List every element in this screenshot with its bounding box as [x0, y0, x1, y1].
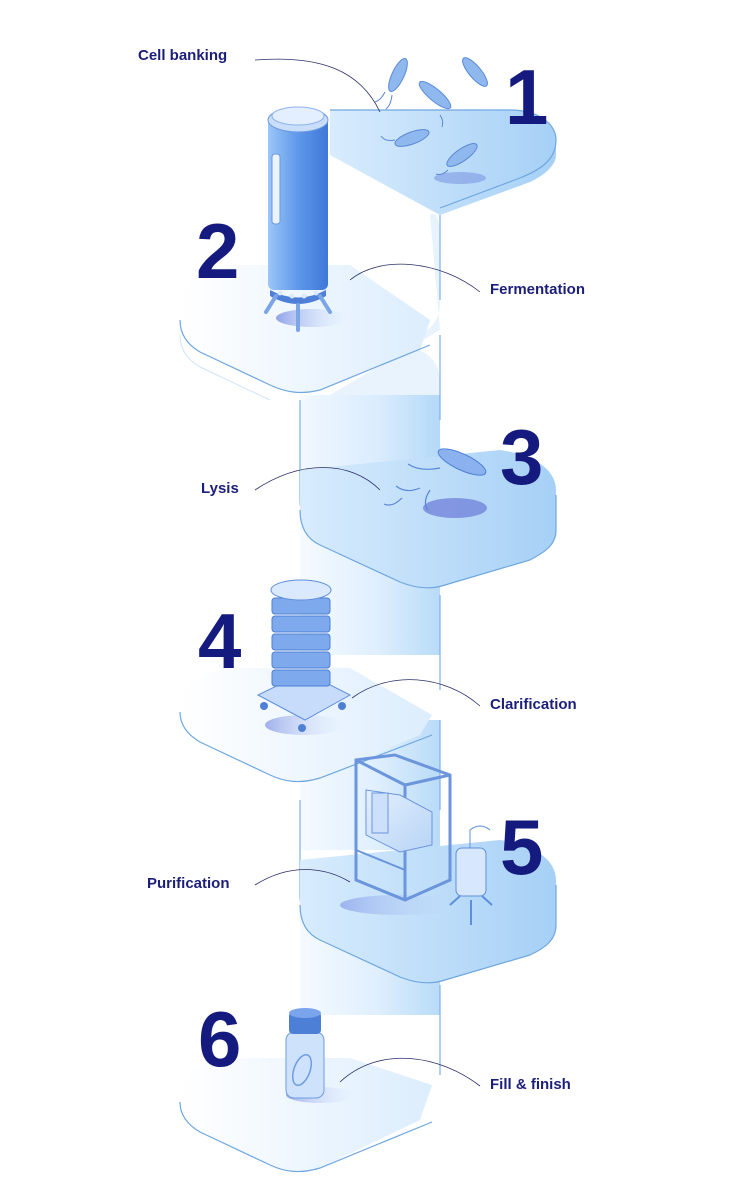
leader-line-1 — [254, 58, 381, 113]
step-label-purification: Purification — [147, 875, 230, 892]
step-label-fermentation: Fermentation — [490, 281, 586, 298]
step-label-fill-finish: Fill & finish — [490, 1076, 571, 1093]
platform-2 — [179, 265, 431, 401]
bioreactor-tank-icon — [264, 106, 348, 332]
step-label-cell-banking: Cell banking — [138, 47, 228, 64]
step-number-4: 4 — [198, 597, 242, 685]
step-label-clarification: Clarification — [490, 696, 577, 713]
filter-stack-icon — [256, 579, 352, 735]
platform-6 — [179, 1058, 433, 1173]
step-number-6: 6 — [198, 995, 242, 1083]
leader-line-3 — [254, 467, 381, 491]
leader-line-4 — [351, 679, 481, 707]
platform-3 — [299, 450, 557, 589]
step-number-1: 1 — [505, 53, 549, 141]
leader-line-2 — [349, 263, 481, 293]
platform-1 — [330, 109, 557, 215]
lysed-cell-icon — [383, 448, 487, 518]
vial-icon — [285, 1008, 354, 1103]
step-label-lysis: Lysis — [201, 480, 239, 497]
step-number-2: 2 — [196, 207, 240, 295]
leader-line-5 — [254, 869, 351, 886]
chromatography-skid-icon — [340, 753, 493, 925]
leader-lines — [254, 58, 481, 1087]
bacteria-icon — [374, 57, 488, 184]
step-number-5: 5 — [500, 803, 544, 891]
leader-line-6 — [339, 1057, 481, 1087]
step-number-3: 3 — [500, 413, 544, 501]
